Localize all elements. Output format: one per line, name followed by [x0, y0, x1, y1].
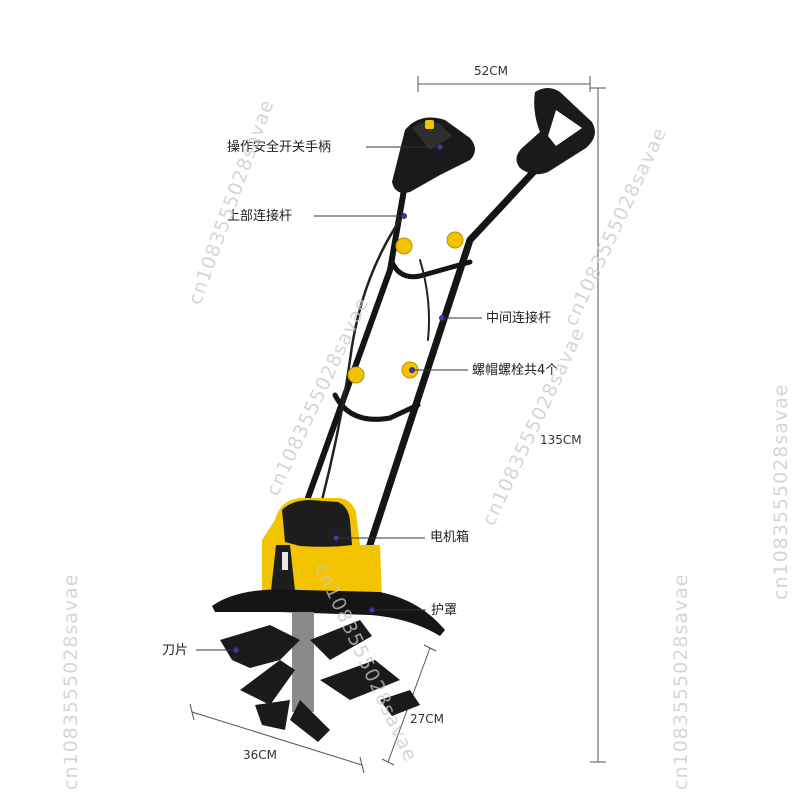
- blade-assembly: [220, 612, 420, 742]
- base-label: 36CM: [243, 748, 278, 762]
- watermark-right: cn1083555028savae: [670, 573, 692, 791]
- blade-1: [220, 625, 300, 668]
- callout-blades: 刀片: [162, 643, 189, 658]
- safety-switch-grip: [392, 117, 475, 193]
- right-grip: [516, 88, 595, 175]
- blade-5: [290, 700, 330, 742]
- blade-3: [310, 620, 372, 660]
- knob-upper-left: [395, 237, 413, 255]
- upper-loop: [389, 259, 473, 280]
- height-label: 135CM: [540, 433, 582, 447]
- right-handle-bar: [361, 161, 544, 564]
- watermark-left: cn1083555028savae: [60, 573, 82, 791]
- callout-middle-connecting-rod: 中间连接杆: [486, 311, 552, 326]
- knob-upper-right: [446, 231, 464, 249]
- motor-housing: [262, 498, 382, 605]
- watermark-right-edge: cn1083555028savae: [770, 383, 792, 601]
- base-dimension-line: [191, 711, 363, 766]
- callout-safety-switch-handle: 操作安全开关手柄: [227, 140, 332, 155]
- callout-nuts-and-bolts: 螺帽螺栓共4个: [472, 363, 559, 378]
- blade-7: [255, 700, 290, 730]
- depth-label: 27CM: [410, 712, 445, 726]
- handle-frame: [297, 161, 544, 564]
- knob-lower-left: [347, 366, 365, 384]
- lower-loop: [332, 392, 421, 422]
- left-handle-bar: [297, 187, 407, 523]
- blade-4: [320, 660, 400, 700]
- adjustment-knobs: [347, 231, 464, 384]
- callout-motor-housing: 电机箱: [430, 530, 470, 545]
- power-cable: [320, 218, 402, 502]
- blade-2: [240, 660, 295, 705]
- callout-upper-connecting-rod: 上部连接杆: [227, 209, 293, 224]
- callout-guard-cover: 护罩: [431, 603, 458, 618]
- blade-6: [380, 690, 420, 716]
- dimension-lines: [189, 76, 606, 774]
- guard-cover: [212, 589, 445, 636]
- width-label: 52CM: [474, 64, 509, 78]
- callout-leaders: [196, 144, 482, 653]
